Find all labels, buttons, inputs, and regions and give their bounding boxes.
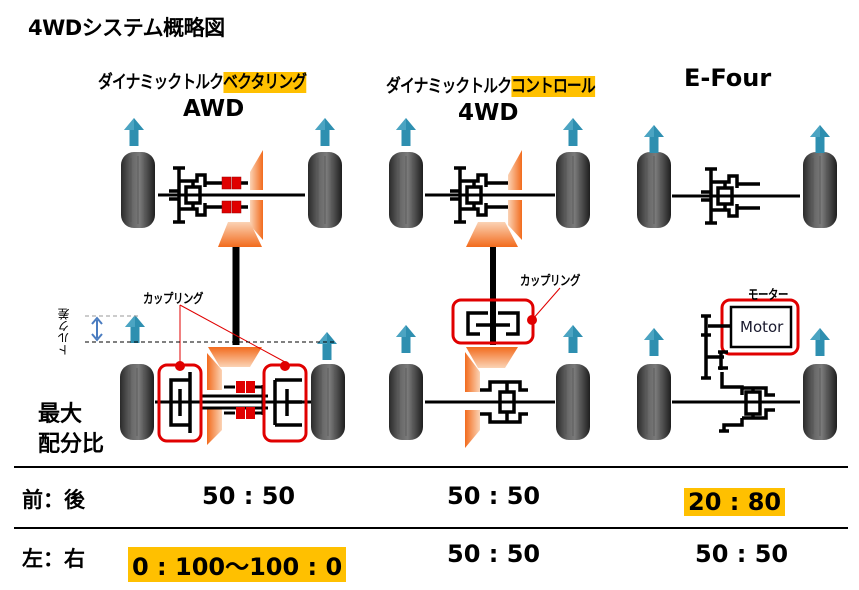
torque-difference-label: トルク差 — [57, 308, 71, 356]
awd-front-wheel-left — [120, 118, 156, 229]
dtc-rear-wheel-right — [555, 325, 591, 441]
system-name-dtv: ダイナミックトルクベクタリング — [98, 68, 307, 94]
motor-label: モーター — [748, 288, 789, 303]
front-rear-value-awd: 50 : 50 — [202, 482, 296, 510]
system-name-highlight: ベクタリング — [223, 72, 307, 93]
awd-left-coupling-symbol — [169, 372, 192, 433]
awd-rear-pinion — [208, 347, 262, 367]
awd-front-wheel-right — [307, 118, 343, 229]
awd-right-coupling-symbol — [273, 378, 302, 427]
drivetrain-diagram — [85, 118, 838, 448]
left-right-value-4wd: 50 : 50 — [447, 540, 541, 568]
left-right-value-awd: 0 : 100〜100 : 0 — [128, 547, 347, 582]
table-divider-middle — [14, 527, 848, 529]
awd-front-pinion — [218, 222, 262, 247]
efour-rear-wheel-left — [636, 328, 672, 441]
awd-front-ring-gear-bottom — [250, 200, 263, 240]
page-title: 4WDシステム概略図 — [28, 16, 225, 40]
awd-front-ring-gear-top — [250, 150, 263, 190]
efour-front-wheel-left — [636, 125, 672, 229]
front-rear-value-efour: 20 : 80 — [684, 488, 786, 516]
dtc-rear-axle — [425, 347, 555, 448]
awd-rear-axle — [155, 304, 320, 445]
awd-rear-wheel-left — [119, 315, 155, 441]
dtc-front-axle — [425, 150, 555, 247]
efour-front-axle — [672, 167, 800, 225]
row-label-left-right: 左：右 — [22, 547, 85, 571]
awd-rear-ring-gear-top — [207, 353, 222, 390]
dtc-coupling-symbol — [466, 311, 520, 336]
max-ratio-heading-line2: 配分比 — [38, 432, 105, 457]
system-name-prefix: ダイナミックトルク — [386, 76, 512, 97]
table-divider-top — [14, 466, 848, 468]
max-ratio-heading-line1: 最大 — [38, 402, 83, 427]
efour-rear-wheel-right — [802, 328, 838, 441]
coupling-label-awd: カップリング — [143, 292, 204, 307]
efour-rear-axle — [672, 386, 800, 433]
efour-motor — [701, 298, 800, 395]
left-right-value-efour: 50 : 50 — [695, 540, 789, 568]
system-subtitle-awd: AWD — [183, 96, 245, 122]
awd-front-axle — [158, 150, 305, 247]
max-ratio-heading: 最大 配分比 — [38, 400, 104, 460]
dtc-front-wheel-left — [388, 118, 424, 229]
double-arrow-icon — [91, 316, 103, 342]
system-name-efour: E-Four — [684, 64, 772, 92]
dtc-front-wheel-right — [555, 118, 591, 229]
awd-front-clutch — [221, 176, 242, 214]
awd-rear-clutch — [236, 381, 255, 419]
system-name-highlight: コントロール — [511, 76, 596, 97]
system-subtitle-4wd: 4WD — [458, 100, 519, 126]
coupling-label-4wd: カップリング — [520, 274, 581, 289]
row-label-front-rear: 前：後 — [22, 488, 85, 512]
front-rear-value-4wd: 50 : 50 — [447, 482, 541, 510]
awd-rear-ring-gear-bottom — [207, 408, 222, 445]
dtc-rear-wheel-left — [388, 325, 424, 441]
efour-reduction-gear — [701, 314, 744, 395]
system-name-prefix: ダイナミックトルク — [98, 72, 224, 93]
efour-front-wheel-right — [802, 125, 838, 229]
motor-box-text: Motor — [740, 318, 784, 336]
motor-box — [729, 305, 793, 349]
system-name-dtc: ダイナミックトルクコントロール — [386, 72, 596, 98]
awd-rear-wheel-right — [310, 332, 346, 441]
